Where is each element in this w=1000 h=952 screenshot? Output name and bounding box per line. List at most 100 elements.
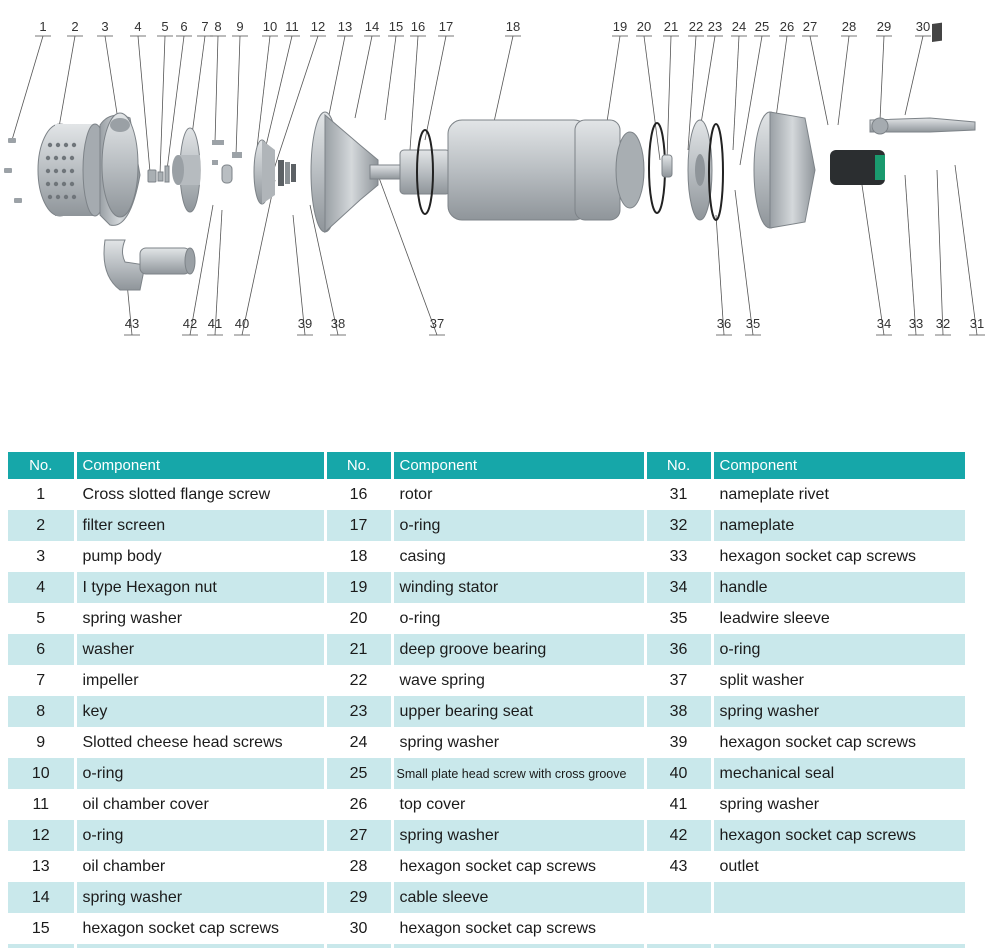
callout-label-24: 24 bbox=[732, 19, 746, 34]
header-component-2: Component bbox=[392, 452, 647, 479]
top-cover bbox=[753, 111, 816, 229]
part-number: 2 bbox=[8, 510, 77, 541]
part-name: o-ring bbox=[75, 820, 327, 851]
part-number: 22 bbox=[325, 665, 394, 696]
footer-cell bbox=[8, 944, 77, 948]
part-name: upper bearing seat bbox=[392, 696, 647, 727]
flange-screws bbox=[4, 138, 22, 203]
part-number: 32 bbox=[645, 510, 714, 541]
part-number: 24 bbox=[325, 727, 394, 758]
part-name: spring washer bbox=[392, 727, 647, 758]
mechanical-seal bbox=[278, 160, 296, 186]
leader-line bbox=[384, 35, 397, 121]
footer-cell bbox=[712, 944, 968, 948]
leader-line bbox=[104, 35, 119, 121]
leader-line bbox=[904, 35, 924, 116]
part-number: 27 bbox=[325, 820, 394, 851]
o-ring-17 bbox=[416, 129, 434, 215]
leader-line bbox=[837, 35, 850, 126]
part-name: spring washer bbox=[75, 882, 327, 913]
callout-label-21: 21 bbox=[664, 19, 678, 34]
part-name: spring washer bbox=[75, 603, 327, 634]
callout-label-1: 1 bbox=[39, 19, 46, 34]
header-no-2: No. bbox=[325, 452, 394, 479]
callout-label-35: 35 bbox=[746, 316, 760, 331]
callout-label-36: 36 bbox=[717, 316, 731, 331]
part-name: pump body bbox=[75, 541, 327, 572]
part-name: Cross slotted flange screw bbox=[75, 479, 327, 510]
part-number: 11 bbox=[8, 789, 77, 820]
part-number: 5 bbox=[8, 603, 77, 634]
part-name: o-ring bbox=[392, 510, 647, 541]
callout-label-30: 30 bbox=[916, 19, 930, 34]
header-no-3: No. bbox=[645, 452, 714, 479]
leader-line bbox=[643, 35, 661, 161]
callout-label-23: 23 bbox=[708, 19, 722, 34]
part-name: hexagon socket cap screws bbox=[392, 851, 647, 882]
leader-line bbox=[189, 204, 214, 336]
parts-table: No. Component No. Component No. Componen… bbox=[8, 452, 968, 948]
callout-label-9: 9 bbox=[236, 19, 243, 34]
leader-line bbox=[327, 35, 346, 121]
part-number: 31 bbox=[645, 479, 714, 510]
part-name: winding stator bbox=[392, 572, 647, 603]
nameplate bbox=[932, 22, 942, 43]
leader-line bbox=[292, 214, 306, 336]
part-name: filter screen bbox=[75, 510, 327, 541]
part-name: spring washer bbox=[712, 789, 968, 820]
rotor-shaft bbox=[369, 149, 451, 195]
part-number: 37 bbox=[645, 665, 714, 696]
footer-cell bbox=[325, 944, 394, 948]
part-name: handle bbox=[712, 572, 968, 603]
callout-label-10: 10 bbox=[263, 19, 277, 34]
part-name: split washer bbox=[712, 665, 968, 696]
leader-line bbox=[235, 35, 241, 156]
leader-line bbox=[732, 35, 740, 151]
callout-label-31: 31 bbox=[970, 316, 984, 331]
part-name: outlet bbox=[712, 851, 968, 882]
callout-label-16: 16 bbox=[411, 19, 425, 34]
table-header-row: No. Component No. Component No. Componen… bbox=[8, 452, 968, 479]
footer-cell bbox=[392, 944, 647, 948]
part-name: key bbox=[75, 696, 327, 727]
part-number: 21 bbox=[325, 634, 394, 665]
leader-line bbox=[954, 164, 978, 336]
callout-label-14: 14 bbox=[365, 19, 379, 34]
callout-label-11: 11 bbox=[285, 19, 299, 34]
impeller bbox=[172, 127, 201, 213]
part-number: 30 bbox=[325, 913, 394, 944]
part-name: hexagon socket cap screws bbox=[712, 727, 968, 758]
part-number: 9 bbox=[8, 727, 77, 758]
leader-line bbox=[166, 35, 185, 171]
part-number: 8 bbox=[8, 696, 77, 727]
leader-line bbox=[424, 35, 447, 141]
part-name: mechanical seal bbox=[712, 758, 968, 789]
callout-label-8: 8 bbox=[214, 19, 221, 34]
upper-bearing-seat bbox=[687, 119, 713, 221]
part-name bbox=[712, 913, 968, 944]
leader-line bbox=[809, 35, 829, 126]
part-number: 7 bbox=[8, 665, 77, 696]
leader-line bbox=[936, 169, 944, 336]
leader-line bbox=[159, 35, 166, 175]
o-ring-36 bbox=[708, 123, 724, 221]
callout-label-20: 20 bbox=[637, 19, 651, 34]
callout-label-37: 37 bbox=[430, 316, 444, 331]
part-number: 6 bbox=[8, 634, 77, 665]
part-number: 18 bbox=[325, 541, 394, 572]
part-name: impeller bbox=[75, 665, 327, 696]
part-number: 14 bbox=[8, 882, 77, 913]
part-number: 17 bbox=[325, 510, 394, 541]
callout-label-38: 38 bbox=[331, 316, 345, 331]
part-name: top cover bbox=[392, 789, 647, 820]
part-name: I type Hexagon nut bbox=[75, 572, 327, 603]
part-name: hexagon socket cap screws bbox=[712, 541, 968, 572]
callout-label-26: 26 bbox=[780, 19, 794, 34]
callout-label-28: 28 bbox=[842, 19, 856, 34]
part-name: spring washer bbox=[392, 820, 647, 851]
